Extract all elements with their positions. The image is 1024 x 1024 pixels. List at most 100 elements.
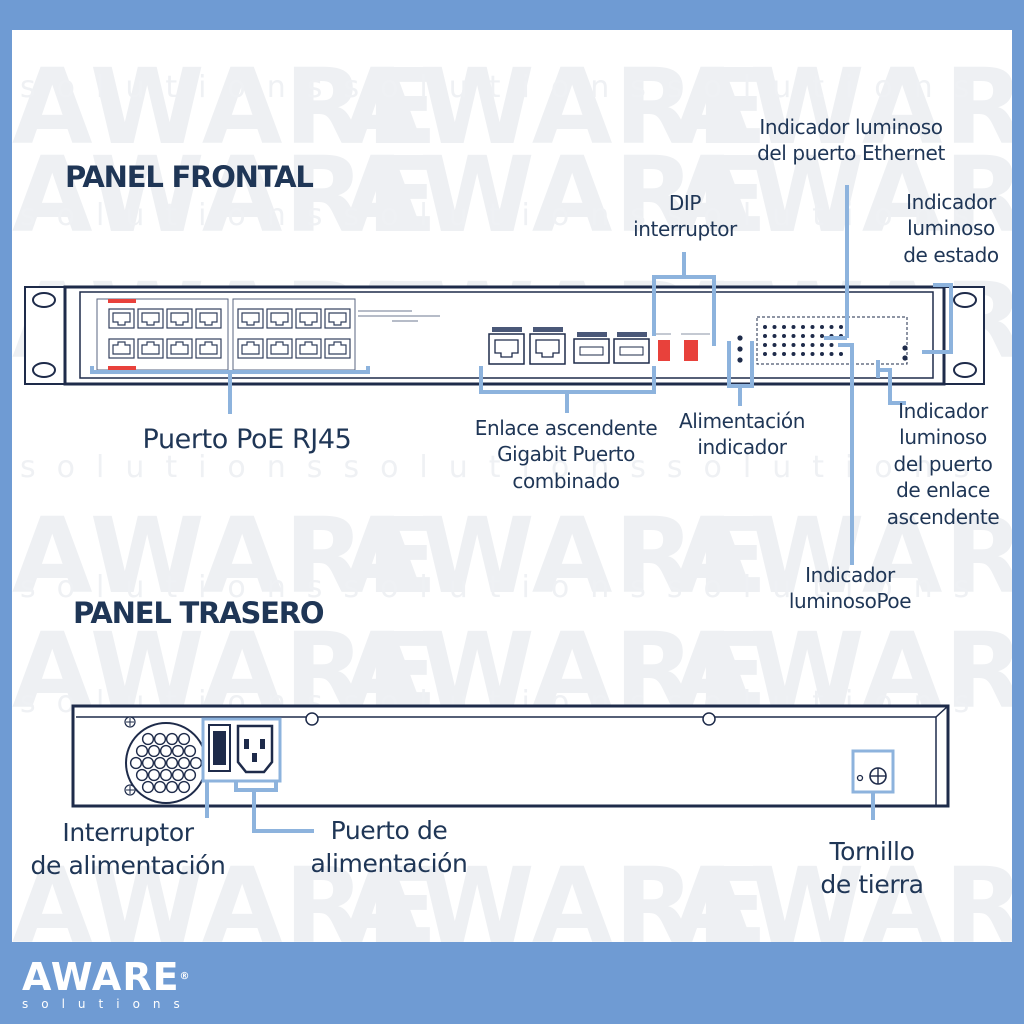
sfp-port-tag — [617, 332, 647, 337]
label-power-indicator: Alimentación indicador — [678, 409, 806, 460]
rear-screw — [702, 712, 716, 726]
label-status-led: Indicador luminoso de estado — [903, 190, 999, 267]
front-panel — [24, 285, 985, 386]
dip-switch — [684, 340, 698, 361]
ethernet-led — [829, 343, 834, 347]
rj45-port — [237, 338, 264, 359]
ethernet-led — [763, 343, 767, 347]
ethernet-led — [820, 325, 824, 329]
ethernet-led — [782, 334, 786, 338]
fan-screw-icon — [124, 716, 136, 728]
fan-hole — [165, 732, 179, 746]
ethernet-led — [801, 343, 805, 347]
fan-hole — [177, 732, 191, 746]
ethernet-led — [763, 325, 767, 329]
fan-hole — [129, 756, 143, 770]
ethernet-led — [829, 325, 834, 329]
rj45-port — [266, 308, 293, 329]
power-led — [737, 346, 743, 352]
ethernet-led — [763, 352, 767, 356]
uplink-rj45-port — [488, 333, 525, 365]
rj45-port — [195, 338, 222, 359]
label-ethernet-led: Indicador luminoso del puerto Ethernet — [757, 115, 945, 166]
uplink-port-tag — [492, 327, 522, 332]
rear-panel-title: PANEL TRASERO — [73, 596, 325, 630]
inlet-pin — [252, 753, 257, 762]
ethernet-led — [772, 343, 777, 347]
watermark: AWARE — [672, 845, 1012, 942]
label-power-switch: Interruptor de alimentación — [30, 818, 226, 880]
power-led — [737, 357, 743, 363]
ethernet-led — [772, 352, 777, 356]
fan-hole — [135, 768, 149, 782]
fan-hole — [153, 732, 167, 746]
ethernet-led — [810, 343, 815, 347]
power-switch-rocker — [213, 731, 226, 765]
fan-grill — [124, 716, 207, 804]
port-color-tag — [108, 366, 136, 370]
sfp-port-tag — [577, 332, 607, 337]
fan-hole — [171, 744, 185, 758]
ethernet-led — [782, 325, 786, 329]
logo-brand: AWARE — [22, 955, 180, 999]
uplink-port-tag — [533, 327, 563, 332]
callout-status-bracket — [922, 283, 953, 354]
rear-chassis — [71, 704, 950, 808]
ethernet-led — [801, 334, 805, 338]
ethernet-led — [791, 334, 796, 338]
label-poe-rj45: Puerto PoE RJ45 — [142, 424, 352, 455]
rj45-port — [166, 338, 193, 359]
fan-hole — [153, 756, 167, 770]
watermark: AWARE — [342, 495, 770, 617]
rack-hole — [953, 362, 977, 378]
label-uplink-combo: Enlace ascendente Gigabit Puerto combina… — [474, 416, 658, 493]
rack-hole — [32, 292, 56, 308]
ethernet-led — [810, 325, 815, 329]
ethernet-led — [801, 325, 805, 329]
watermark-sub: solutionssolutionssolutions — [20, 570, 991, 605]
callout-uplink-led-line — [877, 368, 906, 405]
label-dip-switch: DIP interruptor — [633, 191, 737, 242]
rack-hole — [32, 362, 56, 378]
ethernet-led — [763, 334, 767, 338]
watermark: AWARE — [672, 495, 1012, 617]
fan-hole — [141, 756, 155, 770]
fan-hole — [189, 756, 203, 770]
diagram-frame: AWARE AWARE AWARE solutionssolutionssolu… — [12, 30, 1012, 942]
watermark: AWARE — [342, 134, 770, 256]
aware-logo: AWARE® solutions — [22, 958, 193, 1011]
rack-hole — [953, 292, 977, 308]
fan-hole — [147, 744, 161, 758]
rj45-port — [295, 308, 322, 329]
fan-hole — [165, 780, 179, 794]
rj45-port — [166, 308, 193, 329]
watermark: AWARE — [342, 46, 770, 168]
rear-panel — [71, 704, 950, 808]
power-inlet — [236, 724, 274, 774]
ground-hole — [856, 774, 864, 782]
ethernet-led — [801, 352, 805, 356]
led-panel — [756, 316, 908, 365]
watermark-sub: solutionssolutionssolutions — [20, 70, 991, 105]
callout-poe-led-line — [838, 343, 854, 565]
watermark: AWARE — [12, 46, 440, 168]
fan-hole — [135, 744, 149, 758]
logo-registered: ® — [179, 971, 191, 982]
inlet-pin — [260, 739, 265, 749]
ethernet-led — [839, 352, 843, 356]
watermark: AWARE — [12, 845, 440, 942]
fan-hole — [165, 756, 179, 770]
ethernet-led — [791, 352, 796, 356]
rj45-port — [137, 338, 164, 359]
power-led — [737, 335, 743, 341]
fan-hole — [147, 768, 161, 782]
ethernet-led — [839, 325, 843, 329]
ethernet-led — [810, 352, 815, 356]
label-uplink-led: Indicador luminoso del puerto de enlace … — [886, 399, 1000, 529]
rj45-port — [108, 338, 135, 359]
sfp-port — [573, 338, 610, 364]
rj45-port — [137, 308, 164, 329]
label-ground-screw: Tornillo de tierra — [820, 837, 924, 899]
ethernet-led — [791, 343, 796, 347]
